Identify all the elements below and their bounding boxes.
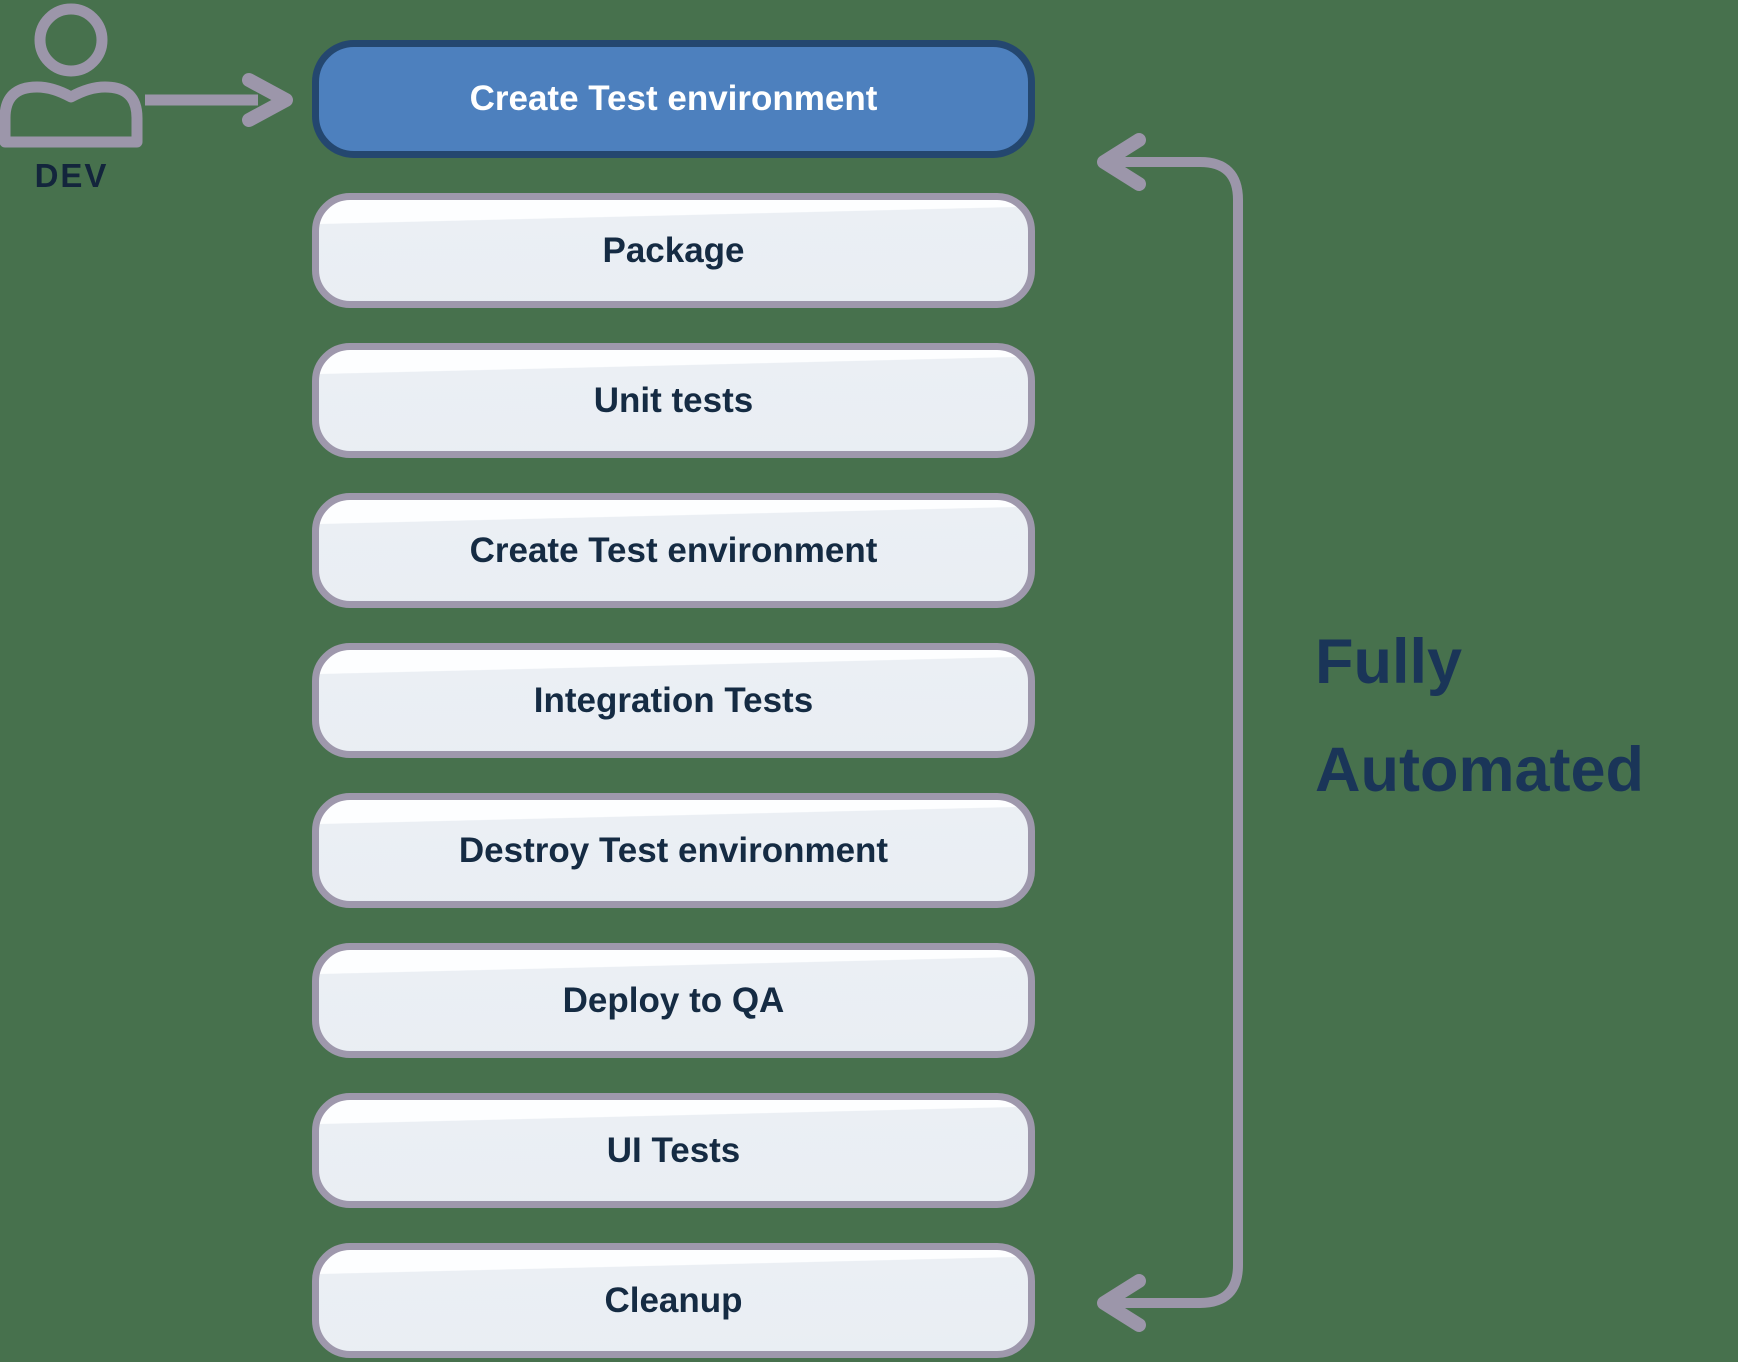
fully-automated-annotation: Fully Automated [1315,608,1644,824]
arrow-left-head-top-icon [1097,133,1146,191]
person-icon [0,3,143,148]
pipeline-step-6: Destroy Test environment [312,793,1035,908]
loop-arrow [1097,133,1243,1332]
dev-actor: DEV [0,0,160,200]
pipeline-step-1: Create Test environment [312,40,1035,158]
dev-label: DEV [34,157,109,194]
pipeline-step-5: Integration Tests [312,643,1035,758]
pipeline-step-7: Deploy to QA [312,943,1035,1058]
arrow-right-head-icon [242,73,293,127]
pipeline-step-8: UI Tests [312,1093,1035,1208]
pipeline-step-9: Cleanup [312,1243,1035,1358]
annotation-line-1: Fully [1315,627,1463,697]
pipeline-steps: Create Test environment Package Unit tes… [312,40,1035,1358]
dev-to-pipeline-arrow [145,73,293,127]
pipeline-step-3: Unit tests [312,343,1035,458]
arrow-left-head-bottom-icon [1097,1274,1146,1332]
pipeline-step-2: Package [312,193,1035,308]
pipeline-step-4: Create Test environment [312,493,1035,608]
annotation-line-2: Automated [1315,735,1644,805]
